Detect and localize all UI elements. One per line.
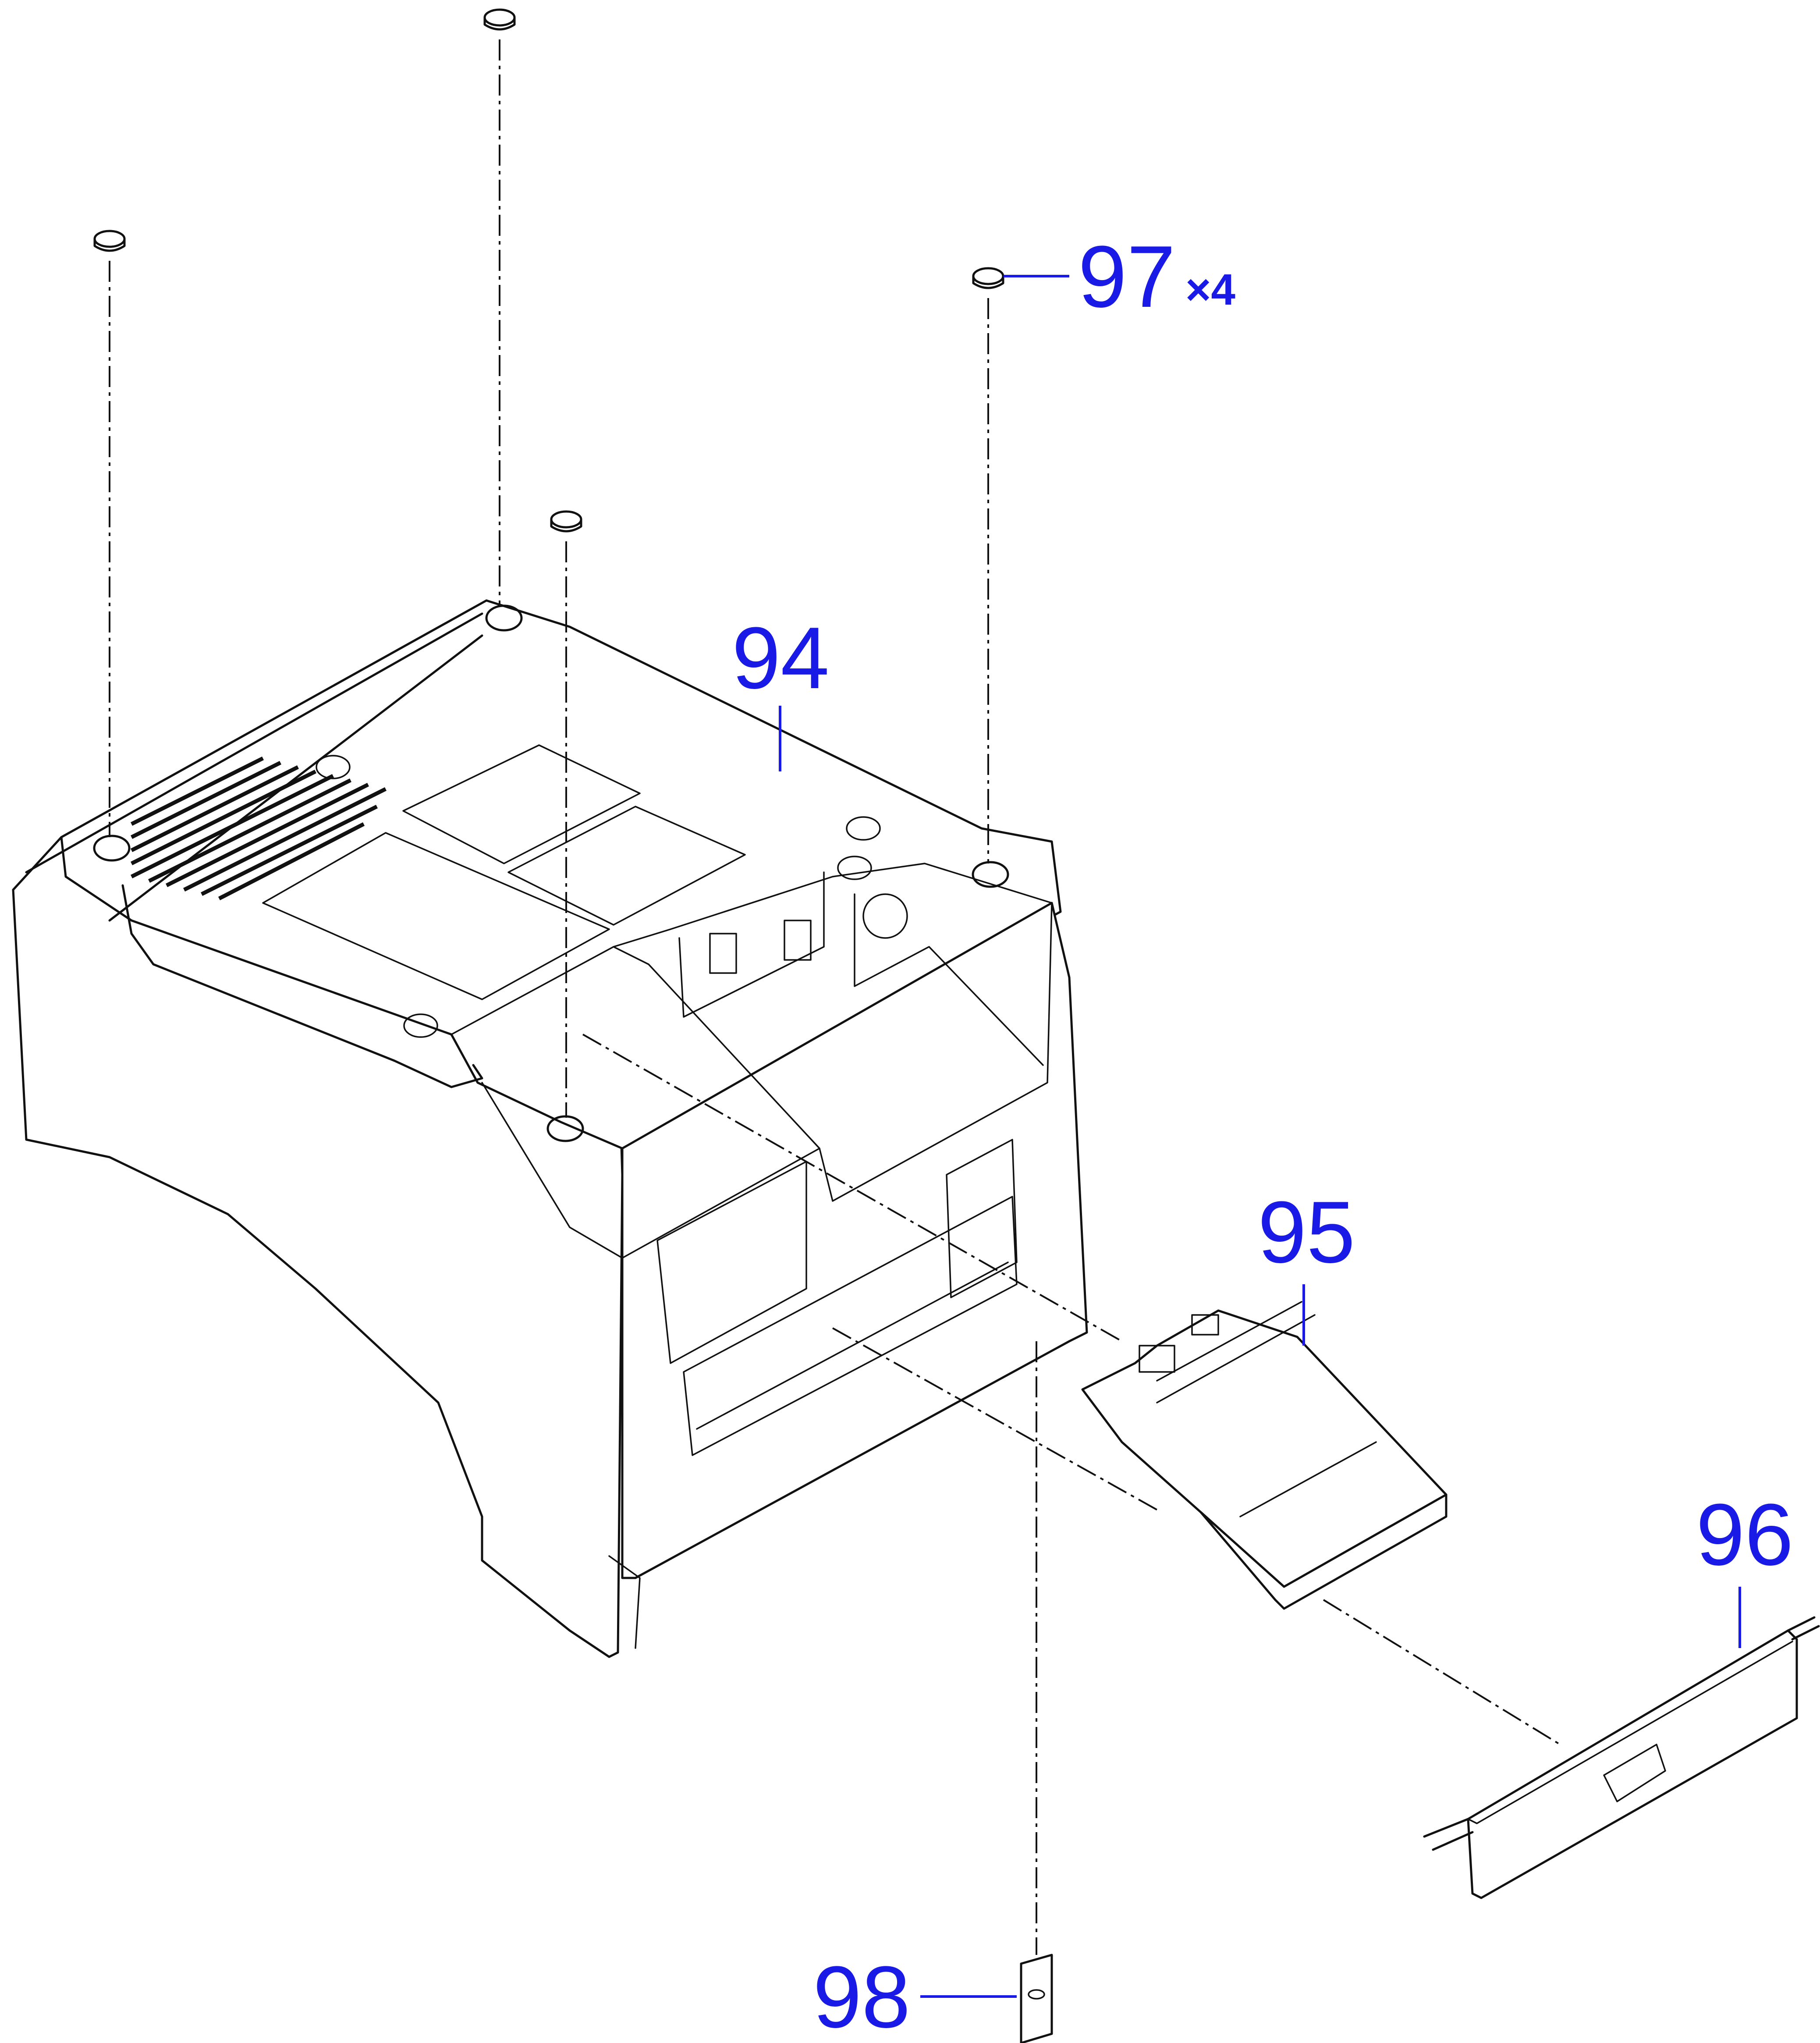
housing-94 <box>12 599 1088 1658</box>
callout-98: 98 <box>813 1948 1017 2043</box>
callout-96: 96 <box>1696 1486 1793 1648</box>
part-number-96: 96 <box>1696 1486 1793 1584</box>
part-number-97: 97 <box>1078 228 1175 326</box>
callout-95: 95 <box>1258 1183 1355 1346</box>
rubber-foot-icon <box>93 230 126 252</box>
rubber-foot-icon <box>550 510 582 533</box>
rubber-foot-icon <box>483 8 516 31</box>
part-number-95: 95 <box>1258 1183 1355 1281</box>
front-cover-95 <box>1081 1301 1447 1610</box>
callout-94: 94 <box>732 609 829 771</box>
rubber-foot-icon <box>972 267 1004 289</box>
callout-97: 97 ×4 <box>1004 228 1235 326</box>
part-number-94: 94 <box>732 609 829 707</box>
vent-grille <box>130 756 387 901</box>
side-cover-96 <box>1423 1616 1820 1899</box>
rubber-feet-97 <box>93 8 1004 1118</box>
part-quantity-97: ×4 <box>1185 265 1235 314</box>
bracket-98 <box>1020 1954 1053 2043</box>
part-number-98: 98 <box>813 1948 910 2043</box>
